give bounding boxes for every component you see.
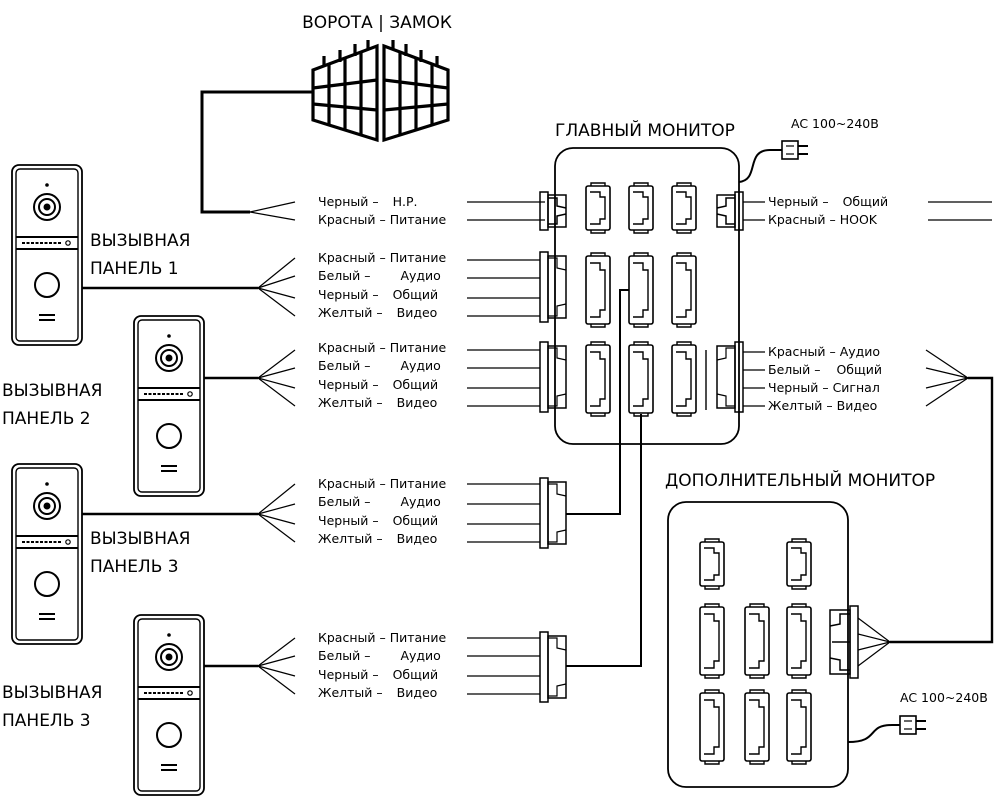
wire-label: Красный – Питание [318,630,446,645]
plug-icon [781,140,809,160]
svg-text:ВЫЗЫВНАЯ: ВЫЗЫВНАЯ [90,529,190,549]
gate-icon [311,40,450,143]
svg-text:ПАНЕЛЬ 3: ПАНЕЛЬ 3 [2,711,91,731]
wire-label: Белый – Аудио [318,358,441,373]
main-to-extra-wires [743,349,994,667]
svg-text:Черный – Общий: Черный – Общий [768,194,888,209]
extra-power-cord [847,724,900,743]
wire-label: Черный – Общий [318,513,438,528]
gate-label: ВОРОТА | ЗАМОК [302,13,452,33]
wire-label: Черный – Общий [318,377,438,392]
extra-monitor [667,501,859,788]
svg-text:Желтый – Видео: Желтый – Видео [768,398,877,413]
call-panel-1 [11,164,83,346]
panel-cables [82,257,642,695]
main-right-mid-labels: Красный – Аудио Белый – Общий Черный – С… [768,344,882,413]
svg-text:Черный – Н.Р.: Черный – Н.Р. [318,194,417,209]
gate-wire-labels: Черный – Н.Р. Красный – Питание [318,194,446,227]
wire-label: Желтый – Видео [318,531,437,546]
panel3-terminal [539,477,567,549]
main-power-cord [738,149,782,183]
wire-label: Белый – Аудио [318,494,441,509]
main-monitor [539,147,744,445]
extra-power-label: AC 100~240В [900,690,988,705]
main-right-top-labels: Черный – Общий Красный – HOOK [768,194,888,227]
svg-text:Черный – Сигнал: Черный – Сигнал [768,380,880,395]
panel-labels: ВЫЗЫВНАЯ ПАНЕЛЬ 1 ВЫЗЫВНАЯ ПАНЕЛЬ 2 ВЫЗЫ… [2,231,190,731]
wire-label: Черный – Общий [318,287,438,302]
svg-text:ПАНЕЛЬ 1: ПАНЕЛЬ 1 [90,259,179,279]
wire-label: Желтый – Видео [318,685,437,700]
wire-label: Белый – Аудио [318,648,441,663]
svg-text:ВЫЗЫВНАЯ: ВЫЗЫВНАЯ [90,231,190,251]
gate-wire [200,90,545,221]
wire-label: Черный – Общий [318,667,438,682]
svg-text:ВЫЗЫВНАЯ: ВЫЗЫВНАЯ [2,683,102,703]
svg-text:Красный – HOOK: Красный – HOOK [768,212,878,227]
main-right-top-wires [743,201,992,221]
main-monitor-title: ГЛАВНЫЙ МОНИТОР [555,119,735,141]
wire-label: Белый – Аудио [318,268,441,283]
svg-text:Белый – Общий: Белый – Общий [768,362,882,377]
call-panel-4 [133,614,205,796]
wire-label: Красный – Питание [318,250,446,265]
svg-text:ВЫЗЫВНАЯ: ВЫЗЫВНАЯ [2,381,102,401]
plug-icon [899,715,927,735]
wire-label: Желтый – Видео [318,305,437,320]
call-panel-2 [133,315,205,497]
svg-text:ПАНЕЛЬ 2: ПАНЕЛЬ 2 [2,409,91,429]
svg-text:Красный – Питание: Красный – Питание [318,212,446,227]
wire-label: Красный – Питание [318,340,446,355]
wire-label: Красный – Питание [318,476,446,491]
svg-text:ПАНЕЛЬ 3: ПАНЕЛЬ 3 [90,557,179,577]
panel4-terminal [539,631,567,703]
call-panel-3 [11,463,83,645]
extra-monitor-title: ДОПОЛНИТЕЛЬНЫЙ МОНИТОР [665,469,935,491]
main-power-label: AC 100~240В [791,116,879,131]
wire-label: Желтый – Видео [318,395,437,410]
svg-text:Красный – Аудио: Красный – Аудио [768,344,880,359]
